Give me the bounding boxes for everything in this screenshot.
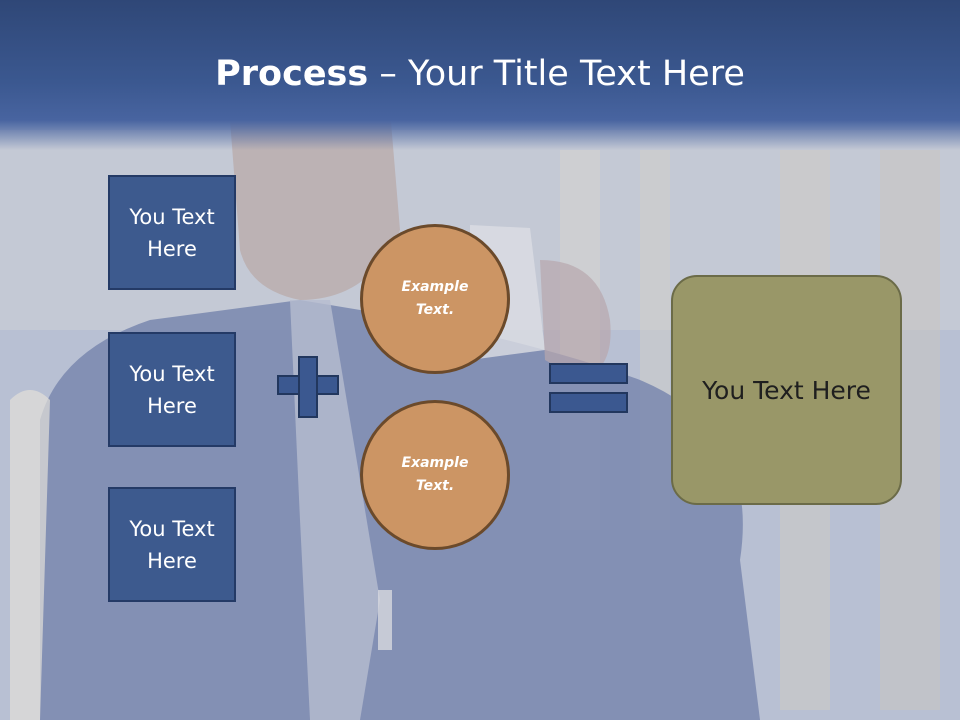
title-bold: Process (215, 54, 369, 94)
input-box-3: You Text Here (108, 487, 236, 602)
title-bar (0, 0, 960, 150)
input-box-label: You Text Here (129, 516, 215, 573)
circle-label: Example Text. (401, 279, 469, 318)
circle-label: Example Text. (401, 455, 469, 494)
input-box-1: You Text Here (108, 175, 236, 290)
input-box-2: You Text Here (108, 332, 236, 447)
example-circle-2: Example Text. (360, 400, 510, 550)
result-box: You Text Here (671, 275, 902, 505)
slide-title: Process – Your Title Text Here (0, 52, 960, 96)
example-circle-1: Example Text. (360, 224, 510, 374)
input-box-label: You Text Here (129, 361, 215, 418)
input-box-label: You Text Here (129, 204, 215, 261)
title-rest: – Your Title Text Here (368, 54, 745, 94)
result-label: You Text Here (702, 375, 871, 405)
